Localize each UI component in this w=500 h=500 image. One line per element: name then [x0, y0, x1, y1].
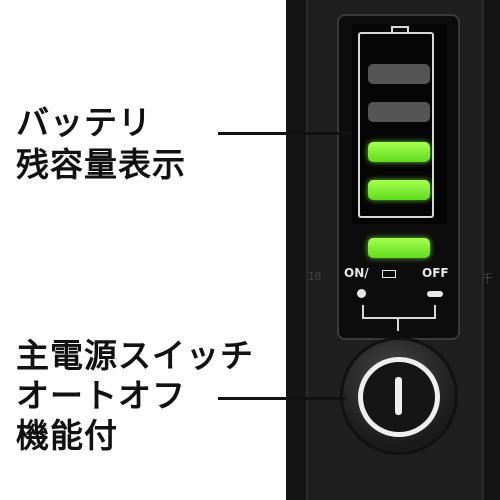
off-label: OFF: [422, 266, 449, 280]
battery-glyph-icon: [382, 270, 396, 278]
battery-icon: [358, 32, 434, 218]
battery-bar-1: [368, 238, 430, 258]
battery-icon-cap: [391, 26, 409, 34]
battery-bar-4: [368, 102, 430, 122]
battery-callout-line2: 残容量表示: [16, 145, 186, 184]
power-callout-line: [218, 397, 345, 400]
on-label: ON/: [344, 266, 369, 280]
power-icon: [395, 377, 402, 415]
side-mark-right: 千: [482, 272, 493, 285]
background: [0, 0, 290, 500]
on-indicator-dot: [357, 289, 366, 298]
power-callout-line3: 機能付: [16, 416, 118, 455]
power-button-ring: [358, 357, 440, 437]
power-callout-line2: オートオフ: [16, 376, 186, 415]
battery-callout-line: [218, 132, 352, 135]
side-mark-left: 10: [308, 270, 322, 283]
off-indicator-dash: [427, 291, 443, 297]
battery-bar-5: [368, 64, 430, 84]
bracket-line: [362, 305, 436, 319]
power-callout-line1: 主電源スイッチ: [16, 336, 254, 375]
battery-callout-line1: バッテリ: [16, 103, 152, 142]
bracket-stem: [397, 319, 399, 331]
battery-bar-2: [368, 180, 430, 200]
battery-bar-3: [368, 142, 430, 162]
